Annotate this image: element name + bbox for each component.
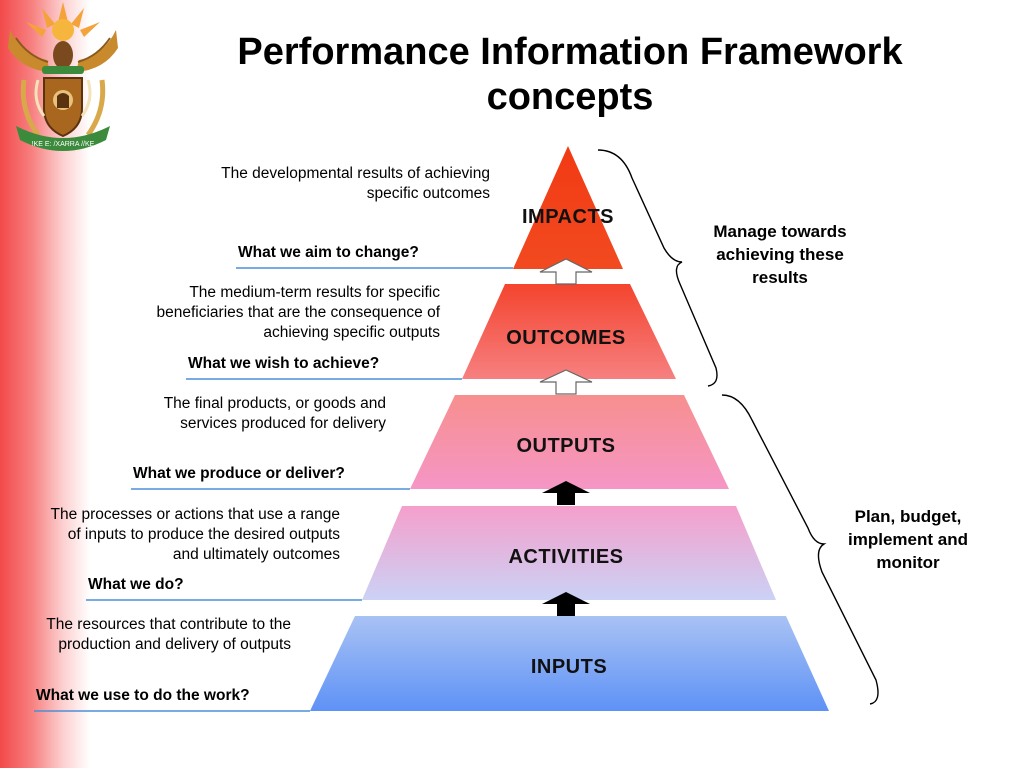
bracket-label-plan: Plan, budget, implement and monitor: [848, 507, 968, 572]
tier-label-impacts: IMPACTS: [522, 206, 614, 228]
tier-inputs: [310, 616, 829, 711]
tier-question-inputs: What we use to do the work?: [36, 687, 250, 704]
tier-impacts: [513, 146, 623, 269]
up-arrow-outline-icon: [539, 369, 593, 395]
up-arrow-outline-icon: [539, 258, 593, 285]
tier-label-outcomes: OUTCOMES: [506, 327, 626, 349]
bracket-label-manage: Manage towards achieving these results: [713, 222, 847, 287]
tier-question-impacts: What we aim to change?: [238, 244, 419, 261]
tier-outputs: [410, 395, 729, 489]
tier-description-inputs: The resources that contribute to the pro…: [46, 616, 291, 653]
title-line-2: concepts: [486, 76, 654, 118]
tier-activities: [362, 506, 776, 600]
brace-top: [597, 149, 718, 387]
tier-description-outputs: The final products, or goods and service…: [163, 395, 386, 432]
tier-label-inputs: INPUTS: [531, 656, 607, 678]
emblem-motto: !KE E: /XARRA //KE: [32, 141, 95, 148]
tier-description-activities: The processes or actions that use a rang…: [50, 506, 341, 563]
title-line-1: Performance Information Framework: [237, 31, 903, 73]
tier-description-impacts: The developmental results of achieving s…: [221, 165, 490, 202]
tier-question-activities: What we do?: [88, 576, 184, 593]
up-arrow-solid-icon: [542, 481, 590, 505]
tier-description-outcomes: The medium-term results for specific ben…: [156, 284, 441, 341]
tier-label-activities: ACTIVITIES: [508, 546, 623, 568]
page-title: Performance Information Framework concep…: [140, 30, 1000, 120]
tier-question-outcomes: What we wish to achieve?: [188, 355, 380, 372]
tier-question-outputs: What we produce or deliver?: [133, 465, 345, 482]
tier-label-outputs: OUTPUTS: [516, 435, 615, 457]
brace-bottom: [721, 394, 879, 705]
coat-of-arms-icon: !KE E: /XARRA //KE: [8, 2, 118, 151]
up-arrow-solid-icon: [542, 592, 590, 616]
tier-outcomes: [462, 284, 676, 379]
